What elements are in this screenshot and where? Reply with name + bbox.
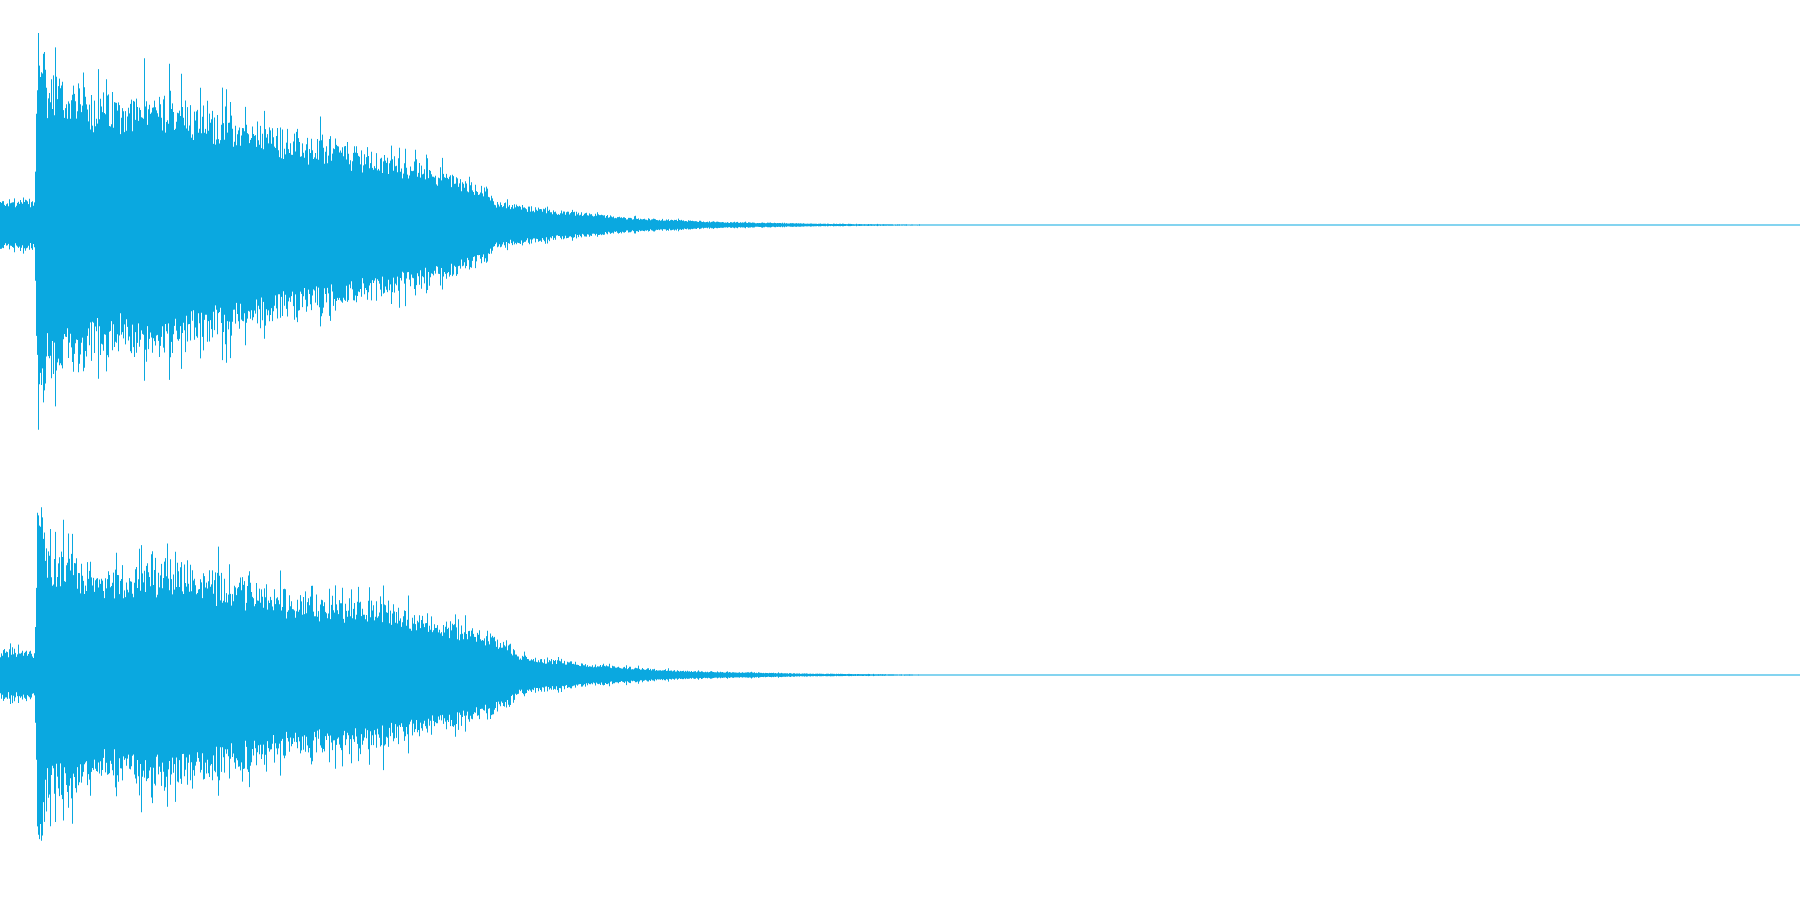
channel-2-waveform	[0, 507, 1800, 841]
waveform-trace	[0, 507, 952, 841]
waveform-trace	[0, 33, 952, 430]
channel-1-waveform	[0, 33, 1800, 430]
